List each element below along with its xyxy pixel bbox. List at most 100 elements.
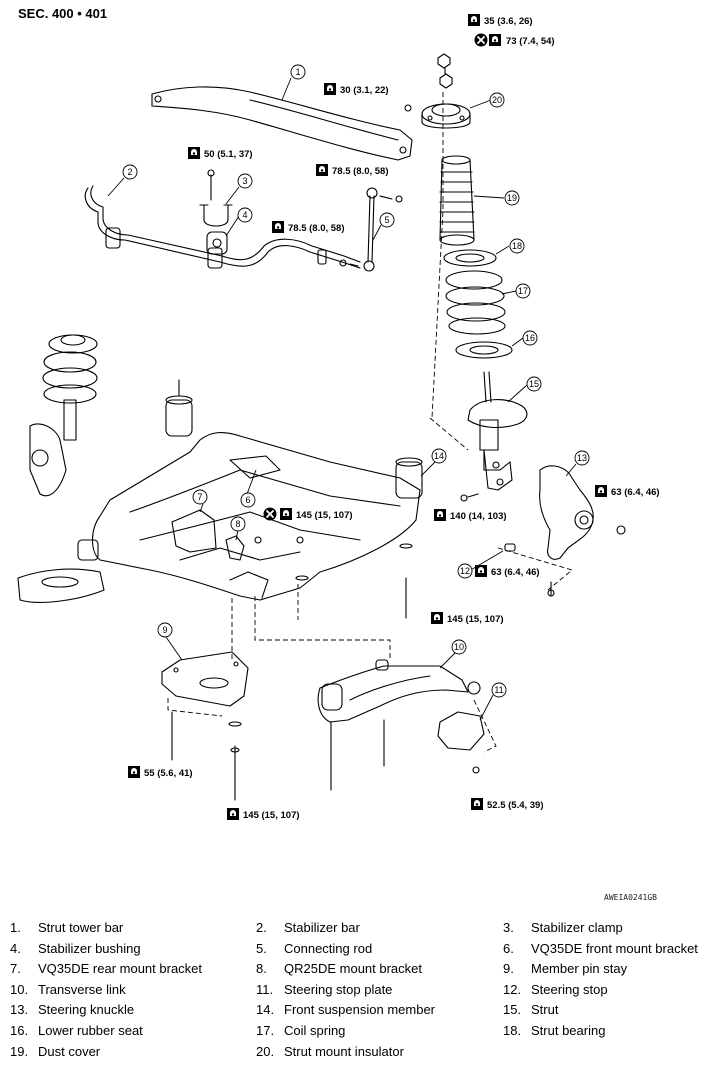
legend-item: 19.Dust cover — [10, 1042, 210, 1062]
legend-part-name: Lower rubber seat — [38, 1023, 143, 1038]
strut-bearing — [443, 249, 497, 267]
callout-4: 4 — [237, 207, 253, 223]
legend-item: 20. Strut mount insulator — [256, 1042, 456, 1062]
connecting-rod — [339, 187, 403, 272]
legend-part-name: Connecting rod — [284, 940, 373, 956]
callout-17: 17 — [515, 283, 531, 299]
legend-number: 2. — [256, 920, 267, 935]
legend-number: 13. — [10, 1002, 29, 1018]
callout-number: 18 — [512, 241, 522, 251]
legend-part-name: Stabilizer clamp — [531, 920, 623, 935]
callout-number: 13 — [577, 453, 587, 463]
callout-7: 7 — [192, 489, 208, 505]
callout-number: 16 — [525, 333, 535, 343]
legend-part-name: Steering stop plate — [284, 981, 393, 997]
left-strut-assembly — [17, 334, 105, 603]
callout-number: 17 — [518, 286, 528, 296]
callout-number: 10 — [454, 642, 464, 652]
stabilizer-bar — [84, 185, 361, 269]
legend-item: 11.Steering stop plate — [256, 980, 456, 1000]
callout-8: 8 — [230, 516, 246, 532]
stabilizer-bushing — [206, 231, 228, 255]
callout-18: 18 — [509, 238, 525, 254]
legend-item: 15.Strut — [503, 1000, 703, 1020]
legend-part-name: Coil spring — [284, 1023, 346, 1038]
lower-rubber-seat — [455, 341, 513, 359]
legend-item: 5. Connecting rod — [256, 939, 456, 959]
legend-number: 10. — [10, 981, 29, 997]
legend-part-name: VQ35DE rear mount bracket — [38, 961, 203, 977]
legend-item: 2.Stabilizer bar — [256, 918, 456, 938]
callout-12: 12 — [457, 563, 473, 579]
legend-item: 10.Transverse link — [10, 980, 210, 1000]
legend-number: 5. — [256, 940, 267, 956]
legend-item: 9.Member pin stay — [503, 959, 703, 979]
strut-mount-insulator — [421, 103, 471, 129]
callout-number: 3 — [242, 176, 247, 186]
legend-number: 3. — [503, 920, 514, 935]
torque-symbols — [128, 14, 607, 820]
legend-part-name: Dust cover — [38, 1043, 101, 1059]
parts-legend: 1.Strut tower bar 2.Stabilizer bar 3. Stabi… — [0, 918, 706, 1068]
coil-spring — [445, 270, 506, 335]
callout-19: 19 — [504, 190, 520, 206]
figure-reference-code: AWEIA0241GB — [604, 893, 657, 902]
legend-number: 4. — [10, 940, 21, 956]
legend-number: 1. — [10, 920, 21, 935]
callout-number: 1 — [295, 67, 300, 77]
callout-number: 9 — [162, 625, 167, 635]
callout-number: 14 — [434, 451, 444, 461]
legend-number: 20. — [256, 1043, 275, 1059]
callout-20: 20 — [489, 92, 505, 108]
steering-knuckle — [460, 465, 626, 560]
legend-number: 8. — [256, 961, 267, 977]
callout-2: 2 — [122, 164, 138, 180]
callout-3: 3 — [237, 173, 253, 189]
callout-number: 8 — [235, 519, 240, 529]
stabilizer-clamp — [199, 169, 233, 227]
torque-label-145-member: 145 (15, 107) — [447, 614, 504, 625]
callout-number: 2 — [127, 167, 132, 177]
legend-number: 17. — [256, 1023, 275, 1038]
legend-number: 15. — [503, 1002, 522, 1018]
steering-stop-plate — [437, 711, 485, 774]
strut — [467, 371, 528, 491]
legend-item: 7.VQ35DE rear mount bracket — [10, 959, 210, 979]
strut-tower-bar — [151, 86, 413, 161]
legend-item: 6.VQ35DE front mount bracket — [503, 939, 703, 959]
callout-number: 15 — [529, 379, 539, 389]
legend-part-name: Steering knuckle — [38, 1002, 135, 1018]
legend-item: 1.Strut tower bar — [10, 918, 210, 938]
legend-part-name: QR25DE mount bracket — [284, 961, 423, 977]
callout-6: 6 — [240, 492, 256, 508]
torque-label-145-mount: 145 (15, 107) — [296, 510, 353, 521]
legend-number: 18. — [503, 1023, 522, 1038]
legend-part-name: Member pin stay — [531, 961, 628, 977]
callout-number: 12 — [460, 566, 470, 576]
callout-14: 14 — [431, 448, 447, 464]
legend-number: 14. — [256, 1002, 275, 1018]
legend-item: 13. Steering knuckle — [10, 1000, 210, 1020]
callout-number: 7 — [197, 492, 202, 502]
dust-cover — [439, 155, 475, 246]
legend-part-name: Strut bearing — [531, 1023, 606, 1038]
torque-label-55: 55 (5.6, 41) — [144, 768, 193, 779]
callout-15: 15 — [526, 376, 542, 392]
callout-5: 5 — [379, 212, 395, 228]
torque-label-63-stop: 63 (6.4, 46) — [491, 567, 540, 578]
legend-part-name: VQ35DE front mount bracket — [531, 940, 698, 956]
legend-number: 16. — [10, 1023, 29, 1038]
legend-item: 8. QR25DE mount bracket — [256, 959, 456, 979]
torque-label-35: 35 (3.6, 26) — [484, 16, 533, 27]
legend-item: 14.Front suspension member — [256, 1000, 456, 1020]
torque-label-145-pin-stay: 145 (15, 107) — [243, 810, 300, 821]
callout-16: 16 — [522, 330, 538, 346]
callout-number: 4 — [242, 210, 247, 220]
callout-number: 5 — [384, 215, 389, 225]
legend-item: 12.Steering stop — [503, 980, 703, 1000]
legend-part-name: Strut mount insulator — [284, 1043, 404, 1059]
torque-label-73: 73 (7.4, 54) — [506, 36, 555, 47]
legend-item: 4.Stabilizer bushing — [10, 939, 210, 959]
torque-label-78-5-connecting-rod-top: 78.5 (8.0, 58) — [332, 166, 389, 177]
